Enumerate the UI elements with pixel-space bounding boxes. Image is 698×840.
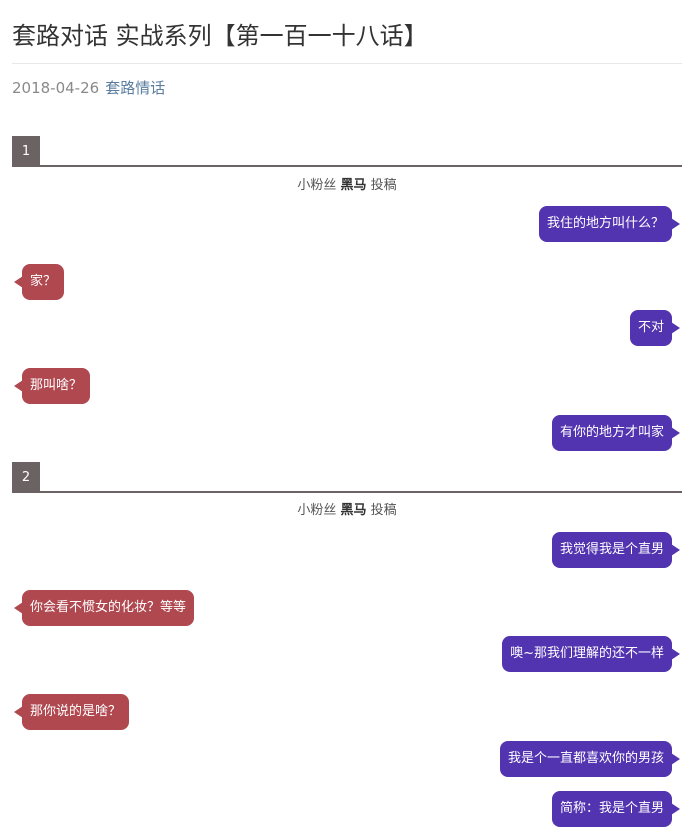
contrib-suffix: 投稿: [370, 503, 397, 518]
message-bubble-received: 那你说的是啥？: [13, 694, 130, 730]
contrib-prefix: 小粉丝: [297, 178, 337, 193]
message-bubble-sent: 有你的地方才叫家: [551, 415, 681, 451]
message-bubble-received: 家？: [13, 264, 65, 300]
section-header-2: 2: [12, 462, 682, 493]
message-bubble-sent: 我是个一直都喜欢你的男孩: [499, 741, 681, 777]
message-bubble-received: 你会看不惯女的化妆？等等: [13, 590, 195, 626]
section-divider: [40, 165, 682, 167]
section-number-badge: 2: [12, 462, 40, 493]
contrib-name: 黑马: [340, 178, 367, 193]
contributor-credit: 小粉丝 黑马 投稿: [12, 502, 682, 520]
contrib-prefix: 小粉丝: [297, 503, 337, 518]
message-bubble-sent: 我住的地方叫什么？: [538, 206, 681, 242]
section-divider: [40, 491, 682, 493]
message-bubble-sent: 噢~那我们理解的还不一样: [502, 636, 680, 672]
section-number-badge: 1: [12, 136, 40, 167]
contrib-name: 黑马: [340, 503, 367, 518]
contrib-suffix: 投稿: [370, 178, 397, 193]
message-bubble-sent: 我觉得我是个直男: [551, 532, 681, 568]
message-bubble-sent: 简称：我是个直男: [551, 791, 681, 827]
section-header-1: 1: [12, 136, 682, 167]
contributor-credit: 小粉丝 黑马 投稿: [12, 177, 682, 195]
category-link[interactable]: 套路情话: [105, 79, 166, 97]
title-divider: [12, 63, 682, 64]
message-bubble-sent: 不对: [629, 310, 681, 346]
article-date: 2018-04-26: [12, 79, 100, 97]
message-bubble-received: 那叫啥？: [13, 368, 91, 404]
article-meta: 2018-04-26 套路情话: [12, 78, 165, 98]
article-title: 套路对话 实战系列【第一百一十八话】: [12, 22, 428, 50]
